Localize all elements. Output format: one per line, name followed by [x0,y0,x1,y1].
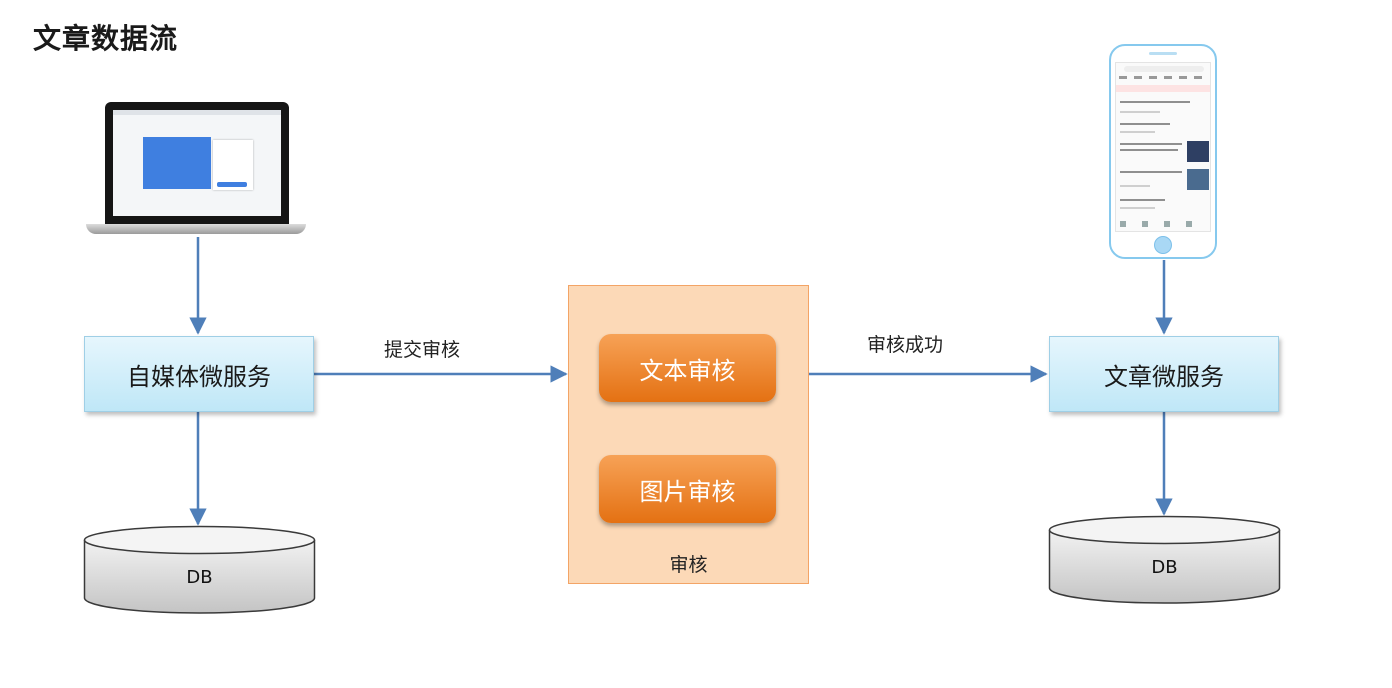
database-icon [83,525,316,614]
db-left-label: DB [186,567,213,588]
text-audit-node: 文本审核 [599,334,776,402]
article-service-node: 文章微服务 [1049,336,1279,412]
smartphone-icon [1109,44,1217,259]
db-right: DB [1048,515,1281,605]
db-right-label: DB [1151,557,1178,578]
media-service-node: 自媒体微服务 [84,336,314,412]
edge-label-audit-success: 审核成功 [867,334,944,356]
edge-label-submit-audit: 提交审核 [384,339,461,361]
audit-group-label: 审核 [669,554,708,576]
laptop-icon [86,102,306,237]
image-audit-node: 图片审核 [599,455,776,523]
db-left: DB [83,525,316,615]
page-title: 文章数据流 [33,22,179,55]
audit-group: 文本审核 图片审核 审核 [568,285,809,584]
database-icon [1048,515,1281,604]
